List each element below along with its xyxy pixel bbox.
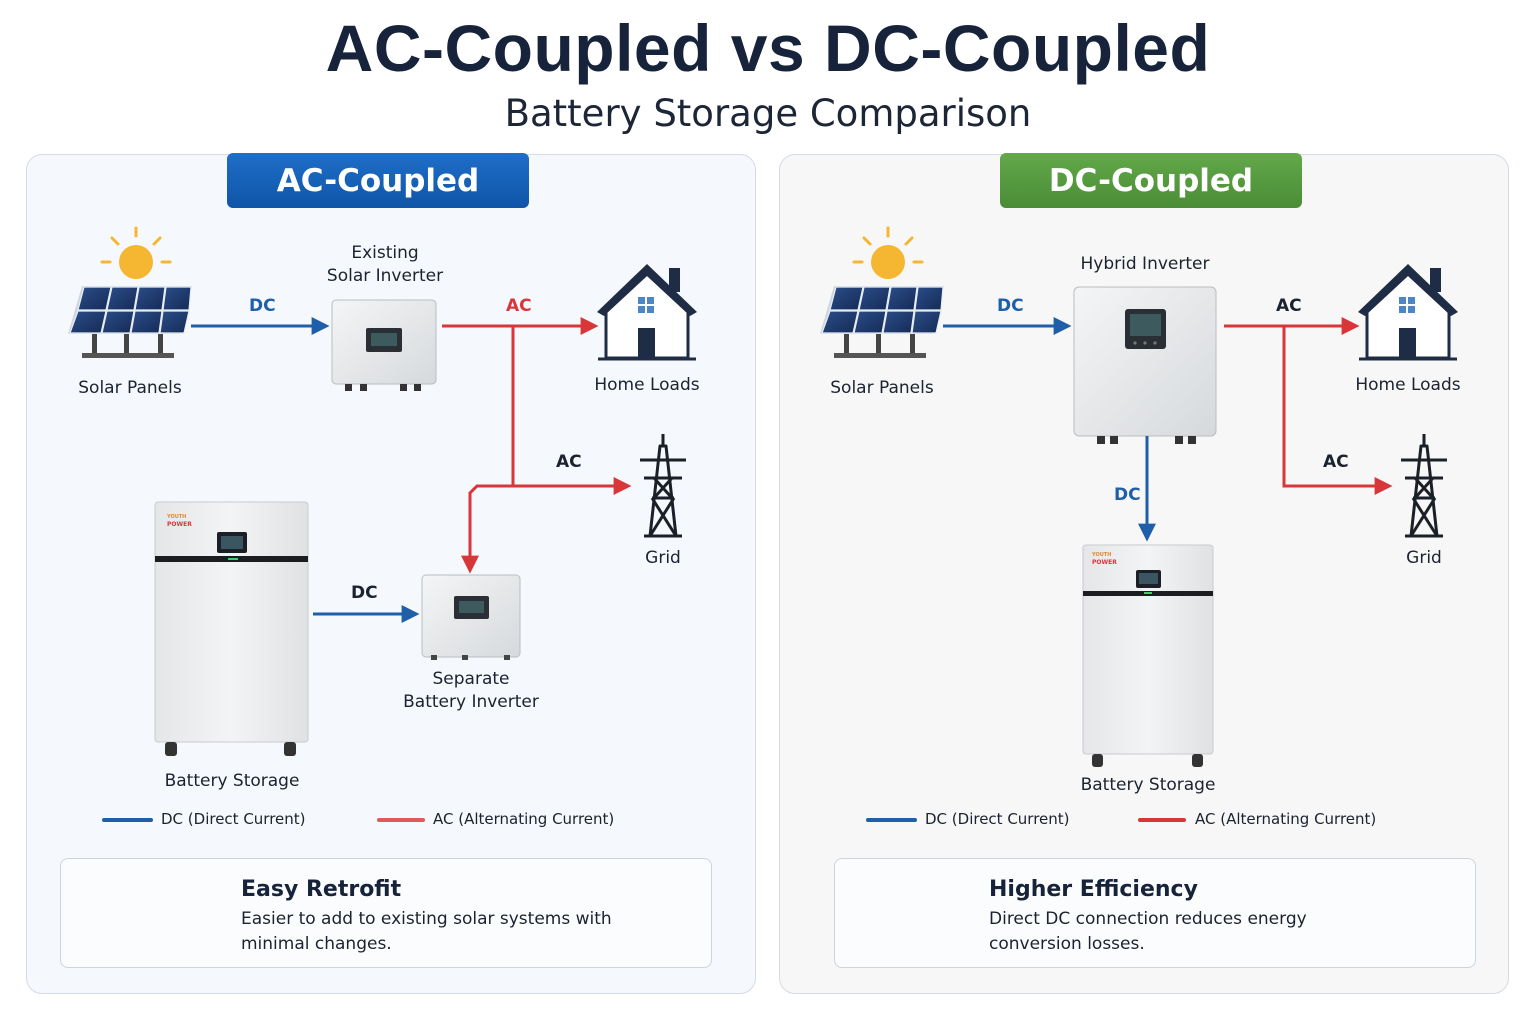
ac-legend-ac: AC (Alternating Current) — [433, 810, 615, 828]
ac-battery-inverter-label: Separate Battery Inverter — [386, 668, 556, 714]
ac-flow-lines — [191, 317, 632, 623]
ac-line-to-battery-inverter — [461, 484, 513, 574]
dc-legend-dc: DC (Direct Current) — [925, 810, 1070, 828]
ac-battery-inverter-label-line2: Battery Inverter — [403, 692, 539, 712]
ac-solar-inverter-icon — [331, 299, 437, 391]
dc-coupled-heading: DC-Coupled — [1000, 153, 1302, 208]
ac-solar-panel-icon — [68, 286, 192, 358]
ac-flow-label-solar: DC — [249, 296, 276, 316]
ac-house-icon — [597, 264, 697, 361]
dc-battery-brand: YOUTH POWER — [1092, 552, 1132, 566]
ac-flow-label-home: AC — [506, 296, 532, 316]
dc-line-to-grid — [1282, 326, 1393, 495]
dc-battery-label: Battery Storage — [1080, 775, 1216, 795]
dc-benefit-desc: Direct DC connection reduces energy conv… — [989, 909, 1307, 954]
ac-sun-icon — [100, 226, 172, 279]
ac-inverter-label: Existing Solar Inverter — [300, 242, 470, 288]
dc-sun-icon — [852, 226, 924, 279]
ac-grid-label: Grid — [645, 548, 681, 568]
dc-flow-lines — [943, 317, 1393, 542]
ac-legend-dc: DC (Direct Current) — [161, 810, 306, 828]
dc-benefit-card — [834, 858, 1476, 968]
ac-home-label: Home Loads — [594, 375, 700, 395]
dc-solar-label: Solar Panels — [830, 378, 934, 398]
dc-grid-label: Grid — [1406, 548, 1442, 568]
ac-coupled-heading: AC-Coupled — [227, 153, 529, 208]
dc-grid-tower-icon — [1401, 434, 1447, 538]
dc-benefit-title: Higher Efficiency — [989, 877, 1198, 902]
ac-battery-brand-line1: YOUTH — [167, 514, 187, 520]
dc-flow-label-home: AC — [1276, 296, 1302, 316]
ac-battery-inverter-label-line1: Separate — [432, 669, 510, 689]
dc-house-icon — [1358, 264, 1458, 361]
dc-hybrid-inverter-icon — [1073, 286, 1217, 444]
ac-grid-tower-icon — [640, 434, 686, 538]
dc-battery-icon — [1082, 544, 1214, 767]
ac-benefit-title: Easy Retrofit — [241, 877, 402, 902]
dc-home-label: Home Loads — [1355, 375, 1461, 395]
ac-battery-label: Battery Storage — [164, 771, 300, 791]
ac-benefit-desc: Easier to add to existing solar systems … — [241, 909, 612, 954]
ac-battery-inverter-icon — [421, 574, 521, 660]
ac-flow-label-grid: AC — [556, 452, 582, 472]
page-subtitle: Battery Storage Comparison — [504, 92, 1032, 135]
ac-inverter-label-line1: Existing — [351, 243, 419, 263]
ac-battery-icon — [154, 501, 309, 756]
dc-battery-brand-line2: POWER — [1092, 559, 1117, 566]
dc-flow-label-battery: DC — [1114, 485, 1141, 505]
dc-legend-ac: AC (Alternating Current) — [1195, 810, 1377, 828]
dc-battery-brand-line1: YOUTH — [1092, 552, 1112, 558]
page-title: AC-Coupled vs DC-Coupled — [325, 11, 1211, 85]
dc-flow-label-grid: AC — [1323, 452, 1349, 472]
ac-battery-brand-line2: POWER — [167, 521, 192, 528]
dc-inverter-label: Hybrid Inverter — [1080, 254, 1210, 274]
ac-benefit-card — [60, 858, 712, 968]
ac-flow-label-battery: DC — [351, 583, 378, 603]
ac-solar-label: Solar Panels — [78, 378, 182, 398]
ac-battery-brand: YOUTH POWER — [167, 514, 207, 528]
dc-flow-label-solar: DC — [997, 296, 1024, 316]
ac-inverter-label-line2: Solar Inverter — [326, 266, 444, 286]
dc-solar-panel-icon — [820, 286, 944, 358]
